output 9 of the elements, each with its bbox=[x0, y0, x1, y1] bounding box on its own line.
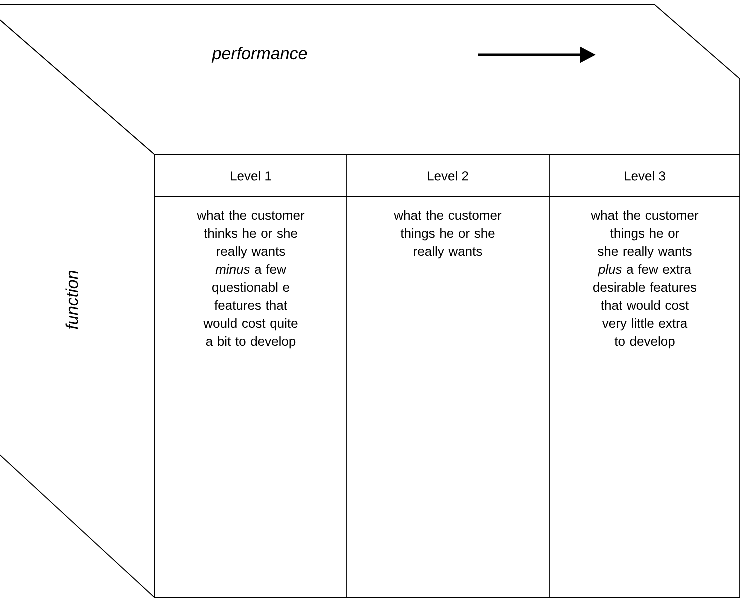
column-header: Level 2 bbox=[428, 171, 468, 181]
node-label: function bbox=[66, 271, 78, 330]
top-face: performance bbox=[0, 4, 740, 156]
column-header: Level 3 bbox=[625, 171, 666, 181]
column-header: Level 1 bbox=[231, 171, 272, 181]
cell-text: what the customer things he or she really wants plus a few extra desirable features that would cost very little extra to develop bbox=[591, 210, 699, 349]
cell-text: what the customer things he or she really wants bbox=[394, 210, 502, 259]
cell-text: what the customer thinks he or she really wants minus a few questionabl e features that would cost quite a bit to develop bbox=[197, 210, 305, 349]
side-face: function bbox=[0, 4, 156, 598]
